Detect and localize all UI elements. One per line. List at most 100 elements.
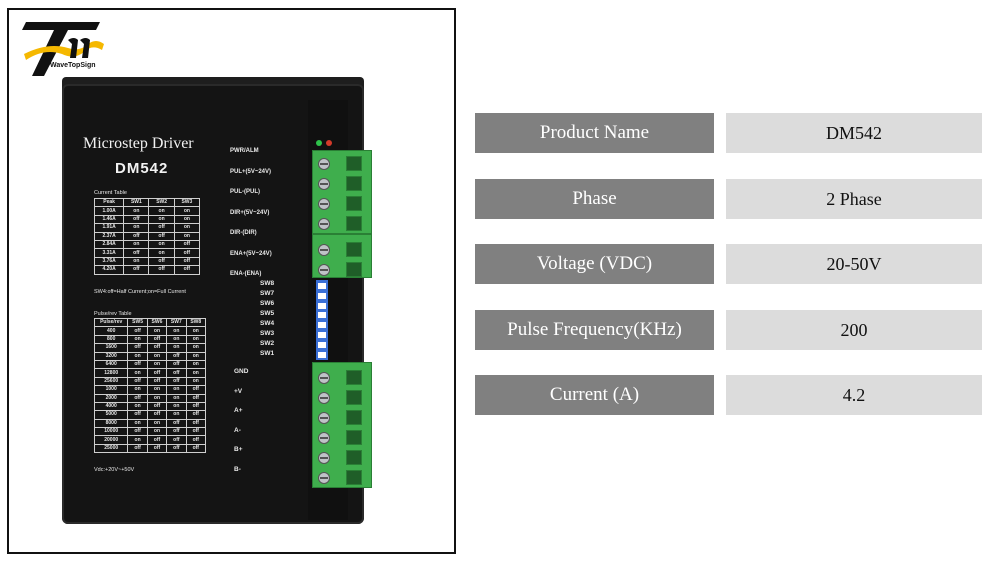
table-cell: off [185, 401, 207, 412]
table-cell: on [148, 206, 175, 216]
dip-lever [318, 322, 326, 329]
table-cell: off [185, 393, 207, 403]
pin-label: +V [234, 387, 243, 395]
table-cell: on [127, 368, 148, 378]
spec-value: 4.2 [726, 375, 982, 415]
table-cell: off [173, 256, 201, 267]
dip-lever [318, 332, 326, 338]
terminal-screw [318, 472, 330, 484]
table-header-cell: SW5 [127, 317, 148, 328]
table-cell: on [123, 256, 150, 267]
terminal-slot [346, 196, 362, 211]
pulse-table-label: Pulse/rev Table [94, 311, 132, 317]
terminal-screw [318, 372, 330, 384]
table-cell: on [185, 359, 207, 370]
table-cell: on [127, 334, 148, 345]
table-cell: off [166, 351, 187, 361]
table-cell: off [166, 443, 187, 454]
table-cell: off [146, 401, 168, 412]
dip-lever [318, 283, 326, 289]
table-cell: 12800 [93, 368, 129, 378]
table-cell: 6400 [93, 359, 129, 370]
pin-label: A+ [234, 407, 243, 414]
terminal-screw [318, 218, 330, 230]
table-cell: on [146, 393, 168, 403]
table-cell: off [148, 223, 175, 233]
spec-name: Product Name [475, 113, 714, 153]
table-cell: off [166, 368, 187, 378]
table-cell: on [166, 393, 187, 403]
pin-label: GND [234, 368, 249, 375]
terminal-slot [346, 430, 362, 445]
table-cell: off [166, 418, 187, 429]
table-cell: 8000 [93, 418, 129, 429]
pin-label: ENA-(ENA) [230, 271, 262, 277]
table-cell: off [123, 231, 150, 241]
table-cell: 3.76A [93, 256, 125, 267]
table-cell: 2.84A [93, 239, 125, 250]
terminal-screw [318, 452, 330, 464]
spec-row: Product Name DM542 [475, 113, 982, 153]
logo-text: WaveTopSign [50, 62, 96, 69]
pin-label: DIR+(5V~24V) [230, 209, 270, 216]
pin-label: SW7 [260, 290, 275, 297]
table-cell: off [166, 359, 187, 370]
table-cell: 1600 [93, 343, 129, 353]
table-cell: off [185, 435, 207, 445]
dip-lever [318, 292, 326, 299]
table-cell: off [127, 443, 148, 454]
table-header-cell: SW3 [173, 197, 201, 208]
table-cell: off [173, 265, 201, 275]
table-cell: off [166, 435, 187, 445]
table-cell: 400 [93, 326, 129, 336]
table-cell: on [123, 223, 150, 233]
terminal-screw [318, 264, 330, 276]
table-cell: on [185, 368, 207, 378]
terminal-slot [346, 176, 362, 191]
pin-label: SW1 [260, 350, 275, 357]
terminal-screw [318, 244, 330, 256]
table-cell: on [123, 206, 150, 216]
table-cell: 1.00A [93, 206, 125, 216]
spec-name: Current (A) [475, 375, 714, 415]
table-cell: 1.46A [93, 214, 125, 225]
wavetopsign-logo [22, 22, 104, 76]
table-cell: on [127, 401, 148, 412]
spec-row: Current (A) 4.2 [475, 375, 982, 415]
terminal-slot [346, 390, 362, 405]
table-cell: 800 [93, 334, 129, 345]
table-cell: on [148, 214, 175, 225]
spec-row: Voltage (VDC) 20-50V [475, 244, 982, 284]
table-cell: off [173, 239, 201, 250]
table-cell: on [173, 214, 201, 225]
dip-lever [318, 341, 326, 348]
table-cell: on [166, 410, 187, 420]
table-header-cell: SW6 [146, 317, 168, 328]
table-cell: on [166, 334, 187, 345]
pin-label: SW6 [260, 300, 275, 307]
table-header-cell: SW1 [123, 197, 150, 208]
pin-label: SW2 [260, 340, 275, 347]
terminal-slot [346, 450, 362, 465]
pin-label: A- [234, 426, 241, 434]
table-cell: on [127, 351, 148, 361]
table-cell: off [123, 214, 150, 225]
spec-name: Voltage (VDC) [475, 244, 714, 284]
table-cell: 10000 [93, 427, 129, 437]
table-cell: off [127, 359, 148, 370]
table-cell: 1000 [93, 385, 129, 395]
table-cell: off [127, 393, 148, 403]
spec-name: Phase [475, 179, 714, 219]
